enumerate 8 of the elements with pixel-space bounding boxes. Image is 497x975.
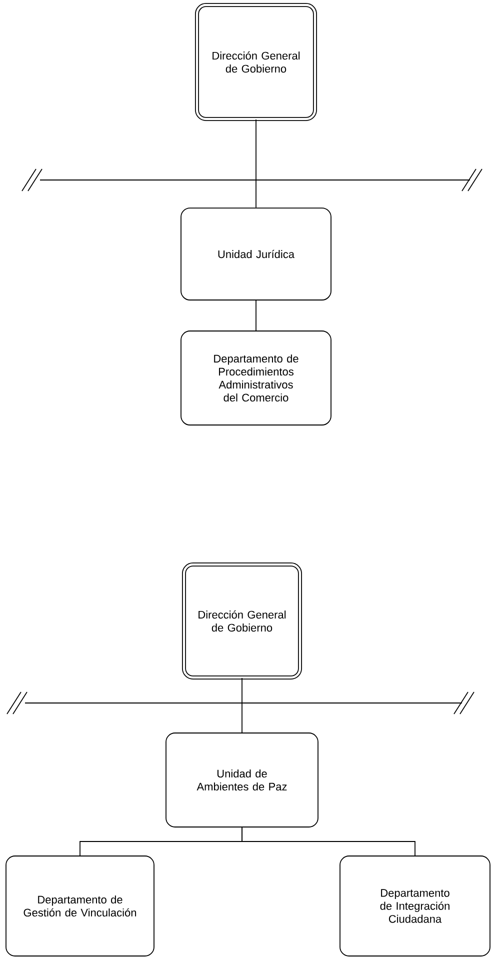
org-box: Unidad Jurídica [180, 208, 332, 300]
double-border-box: Dirección General de Gobierno [195, 3, 317, 121]
org-box: Departamento de Procedimientos Administrativos del Comercio [180, 330, 332, 426]
connector-line [242, 827, 416, 856]
org-box: Departamento de Integración Ciudadana [340, 856, 490, 956]
org-box: Unidad de Ambientes de Paz [166, 732, 318, 828]
double-border-box: Dirección General de Gobierno [182, 562, 302, 680]
org-box: Departamento de Gestión de Vinculación [6, 856, 154, 956]
